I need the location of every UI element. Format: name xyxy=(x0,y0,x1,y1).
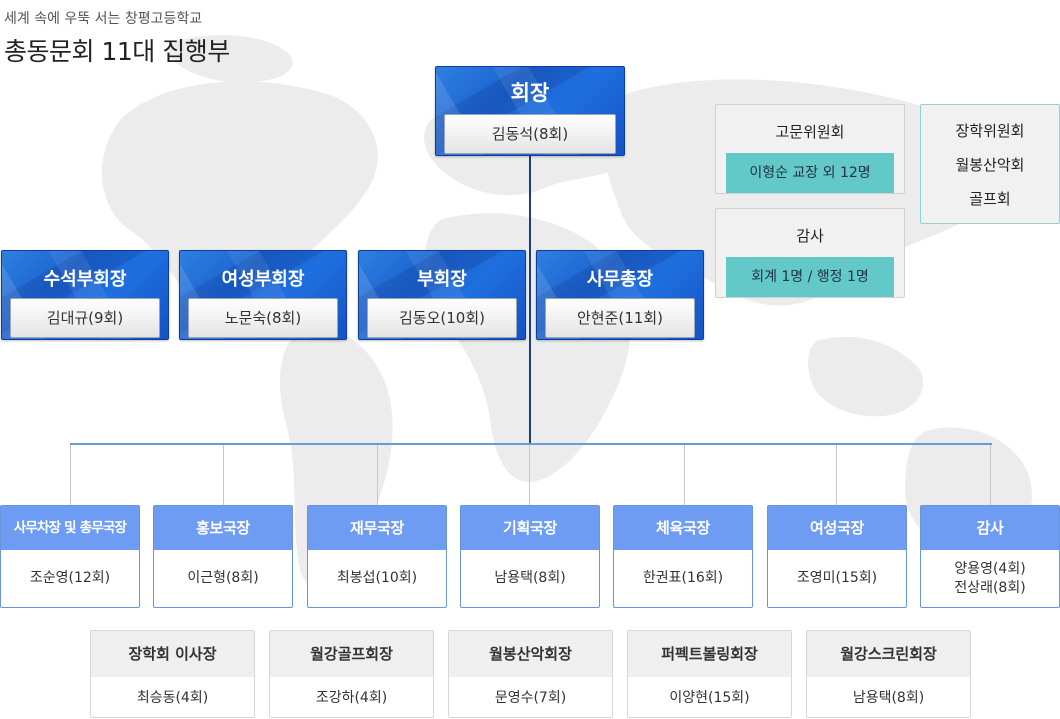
officer-box-secretary-general: 사무총장 안현준(11회) xyxy=(536,250,704,340)
department-member: 전상래(8회) xyxy=(954,579,1026,596)
department-box: 감사 양용영(4회) 전상래(8회) xyxy=(920,505,1060,608)
department-member: 최봉섭(10회) xyxy=(336,570,418,586)
department-member: 조영미(15회) xyxy=(796,570,878,586)
club-head-name: 이양현(15회) xyxy=(669,690,750,706)
department-title: 재무국장 xyxy=(308,506,446,550)
department-title: 여성국장 xyxy=(768,506,906,550)
officer-name: 노문숙(8회) xyxy=(188,298,338,338)
officer-name: 김대규(9회) xyxy=(10,298,160,338)
club-box: 월강골프회장 조강하(4회) xyxy=(269,630,434,718)
audit-board-detail: 회계 1명 / 행정 1명 xyxy=(726,257,894,297)
department-box: 홍보국장 이근형(8회) xyxy=(153,505,293,608)
president-title: 회장 xyxy=(510,81,550,105)
connector-stub xyxy=(377,445,378,505)
department-member: 양용영(4회) xyxy=(954,560,1026,577)
officer-box-women-vice-president: 여성부회장 노문숙(8회) xyxy=(179,250,347,340)
department-member: 남용택(8회) xyxy=(494,570,566,586)
department-title: 홍보국장 xyxy=(154,506,292,550)
officer-box-vice-president: 부회장 김동오(10회) xyxy=(358,250,526,340)
department-member: 한권표(16회) xyxy=(642,570,724,586)
officer-name: 김동오(10회) xyxy=(367,298,517,338)
club-head-name: 남용택(8회) xyxy=(852,690,925,706)
club-box: 월봉산악회장 문영수(7회) xyxy=(448,630,613,718)
officer-name: 안현준(11회) xyxy=(545,298,695,338)
club-title: 월강골프회장 xyxy=(270,631,433,677)
department-box: 체육국장 한권표(16회) xyxy=(613,505,753,608)
department-horizontal-connector xyxy=(70,443,992,445)
officer-box-senior-vice-president: 수석부회장 김대규(9회) xyxy=(1,250,169,340)
president-name: 김동석(8회) xyxy=(444,114,616,154)
committee-list-box: 장학위원회 월봉산악회 골프회 xyxy=(920,104,1060,224)
audit-board-box: 감사 회계 1명 / 행정 1명 xyxy=(715,208,905,298)
club-title: 장학회 이사장 xyxy=(91,631,254,677)
president-box: 회장 김동석(8회) xyxy=(435,66,625,156)
advisory-committee-detail: 이형순 교장 외 12명 xyxy=(726,153,894,193)
connector-stub xyxy=(684,445,685,505)
connector-stub xyxy=(836,445,837,505)
club-title: 퍼펙트볼링회장 xyxy=(628,631,791,677)
department-title: 감사 xyxy=(921,506,1059,550)
officer-title: 부회장 xyxy=(417,269,467,290)
committee-item: 골프회 xyxy=(969,190,1011,208)
committee-item: 월봉산악회 xyxy=(955,156,1025,174)
advisory-committee-title: 고문위원회 xyxy=(775,123,845,141)
page-subtitle: 세계 속에 우뚝 서는 창평고등학교 xyxy=(4,11,203,27)
officer-title: 수석부회장 xyxy=(43,269,127,290)
advisory-committee-box: 고문위원회 이형순 교장 외 12명 xyxy=(715,104,905,194)
department-member: 조순영(12회) xyxy=(29,570,111,586)
department-title: 기획국장 xyxy=(461,506,599,550)
connector-stub xyxy=(529,445,530,505)
department-member: 이근형(8회) xyxy=(187,570,259,586)
connector-stub xyxy=(990,445,991,505)
department-title: 사무차장 및 총무국장 xyxy=(1,506,139,550)
club-title: 월강스크린회장 xyxy=(807,631,970,677)
club-box: 장학회 이사장 최승동(4회) xyxy=(90,630,255,718)
officer-title: 여성부회장 xyxy=(221,269,305,290)
club-box: 월강스크린회장 남용택(8회) xyxy=(806,630,971,718)
club-head-name: 문영수(7회) xyxy=(494,690,567,706)
club-box: 퍼펙트볼링회장 이양현(15회) xyxy=(627,630,792,718)
audit-board-title: 감사 xyxy=(796,227,824,245)
club-head-name: 조강하(4회) xyxy=(315,690,388,706)
department-box: 사무차장 및 총무국장 조순영(12회) xyxy=(0,505,140,608)
department-box: 재무국장 최봉섭(10회) xyxy=(307,505,447,608)
page-title: 총동문회 11대 집행부 xyxy=(4,37,230,66)
department-box: 기획국장 남용택(8회) xyxy=(460,505,600,608)
officer-title: 사무총장 xyxy=(586,269,654,290)
president-vertical-connector xyxy=(529,155,531,445)
club-head-name: 최승동(4회) xyxy=(136,690,209,706)
department-title: 체육국장 xyxy=(614,506,752,550)
connector-stub xyxy=(70,445,71,505)
committee-item: 장학위원회 xyxy=(955,122,1025,140)
club-title: 월봉산악회장 xyxy=(449,631,612,677)
department-box: 여성국장 조영미(15회) xyxy=(767,505,907,608)
connector-stub xyxy=(223,445,224,505)
